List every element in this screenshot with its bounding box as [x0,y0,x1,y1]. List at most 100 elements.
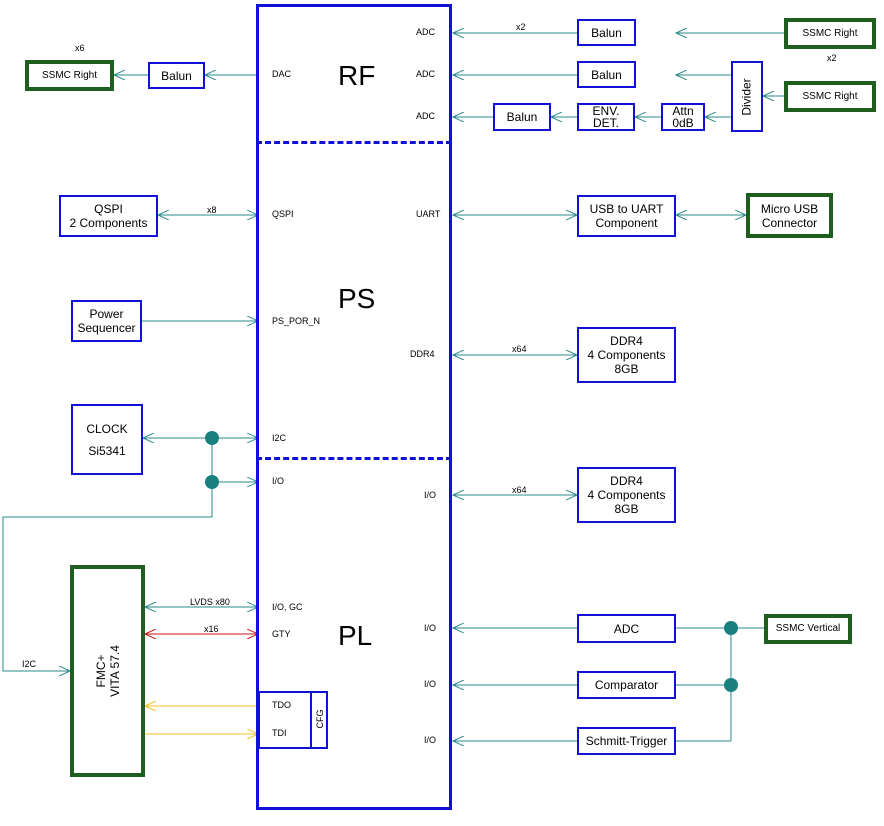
wire-label-x8: x8 [207,205,217,215]
fmc-line2: VITA 57.4 [107,645,122,697]
junction-dot [724,678,738,692]
divider-label: Divider [740,77,754,116]
port-io-comparator: I/O [424,679,437,689]
port-i2c: I2C [272,433,287,443]
ddr4-pl-line2: 4 Components [587,488,666,502]
wire-label-x6: x6 [75,43,85,53]
port-io-gc: I/O, GC [272,602,303,612]
port-qspi: QSPI [272,209,294,219]
port-io-ddr4: I/O [424,490,437,500]
port-adc-2: ADC [416,69,436,79]
clock-line2: Si5341 [88,443,126,458]
ssmc-vertical-label: SSMC Vertical [775,623,841,634]
wire-label-x64-pl: x64 [512,485,527,495]
port-io-schmitt: I/O [424,735,437,745]
port-ddr4: DDR4 [410,349,435,359]
section-rf-title: RF [338,60,376,91]
port-tdi: TDI [272,728,287,738]
adc-block-label: ADC [613,621,640,636]
attn-block: Attn 0dB [661,103,705,131]
cfg-divider [310,693,312,747]
ddr4-ps-components: DDR4 4 Components 8GB [577,327,676,383]
port-io-adc: I/O [424,623,437,633]
power-sequencer: Power Sequencer [71,300,142,342]
ssmc-right-output: SSMC Right [25,60,114,91]
cfg-block [258,691,328,749]
balun-label: Balun [591,25,622,40]
cfg-label: CFG [315,709,325,729]
wire-label-lvds: LVDS x80 [190,597,230,607]
ssmc-right-label: SSMC Right [802,27,858,39]
schmitt-label: Schmitt-Trigger [585,734,668,748]
fmc-label: FMC+ VITA 57.4 [94,645,122,697]
junction-dot [724,621,738,635]
balun-label: Balun [591,67,622,82]
balun-3: Balun [493,103,551,131]
balun-dac: Balun [148,62,205,89]
micro-usb-connector: Micro USB Connector [746,193,833,238]
ddr4-ps-line2: 4 Components [587,348,666,362]
fmc-connector: FMC+ VITA 57.4 [70,565,145,777]
qspi-line1: QSPI [94,202,123,216]
port-adc-3: ADC [416,111,436,121]
ddr4-pl-line1: DDR4 [610,474,643,488]
wire-label-x16: x16 [204,624,219,634]
usb-uart-line1: USB to UART [589,202,664,216]
wire-label-x64-ps: x64 [512,344,527,354]
fpga-ps-section [256,144,452,460]
port-dac: DAC [272,69,292,79]
adc-block: ADC [577,614,676,643]
section-ps-title: PS [338,283,376,314]
port-io-i2c: I/O [272,476,285,486]
ddr4-pl-components: DDR4 4 Components 8GB [577,467,676,523]
qspi-components: QSPI 2 Components [59,195,158,237]
fmc-line1: FMC+ [93,654,108,688]
junction-dot [205,475,219,489]
ddr4-pl-line3: 8GB [614,502,639,516]
power-seq-line2: Sequencer [77,321,136,335]
section-pl-title: PL [338,620,373,651]
ddr4-ps-line1: DDR4 [610,334,643,348]
wire-label-i2c: I2C [22,659,37,669]
ddr4-ps-line3: 8GB [614,362,639,376]
comparator-block: Comparator [577,671,676,699]
junction-dot [205,431,219,445]
ssmc-right-label: SSMC Right [41,69,97,81]
wire-label-x2-top: x2 [516,22,526,32]
ssmc-right-input-1: SSMC Right [784,18,876,49]
port-tdo: TDO [272,700,291,710]
balun-label: Balun [506,110,538,124]
port-uart: UART [416,209,441,219]
balun-2: Balun [577,61,636,88]
clock-si5341: CLOCK Si5341 [71,404,143,475]
balun-1: Balun [577,19,636,46]
power-seq-line1: Power [89,307,124,321]
usb-uart-line2: Component [595,216,658,230]
micro-usb-line1: Micro USB [760,201,819,216]
wire-i2c-fmc [2,516,212,671]
balun-label: Balun [161,68,192,83]
wire-label-x2-ssmc: x2 [827,53,837,63]
schmitt-trigger-block: Schmitt-Trigger [577,727,676,755]
ssmc-right-label: SSMC Right [802,90,858,102]
comparator-label: Comparator [594,678,659,692]
env-det-block: ENV. DET. [577,103,635,131]
ssmc-right-input-2: SSMC Right [784,81,876,112]
fpga-rf-section [256,4,452,144]
port-gty: GTY [272,629,291,639]
micro-usb-line2: Connector [761,215,818,230]
divider-block: Divider [731,61,763,132]
attn-line1: Attn [672,104,694,118]
ssmc-vertical: SSMC Vertical [764,614,852,644]
env-det-line1: ENV. [592,104,620,118]
qspi-line2: 2 Components [69,216,148,230]
env-det-line2: DET. [592,116,619,130]
port-adc-1: ADC [416,27,436,37]
fpga-pl-section [256,460,452,810]
clock-line1: CLOCK [86,421,128,436]
attn-line2: 0dB [672,116,694,130]
usb-uart-component: USB to UART Component [577,195,676,237]
port-ps-por-n: PS_POR_N [272,316,321,326]
